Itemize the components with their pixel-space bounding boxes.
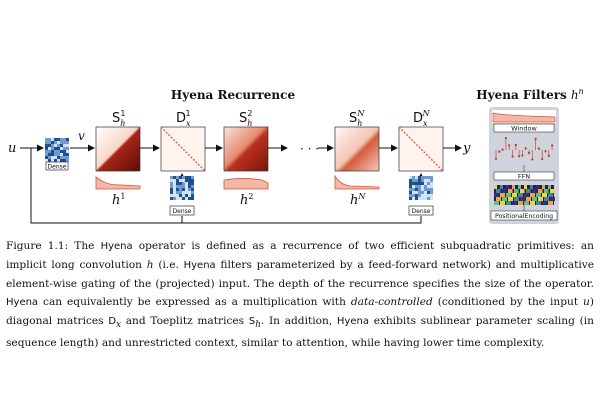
- hyena-name-4: Hyena: [336, 316, 369, 327]
- filters-panel: Window FFN PositionalEncoding: [489, 107, 559, 224]
- diagonal-matrix-d1: [160, 126, 206, 172]
- operator-label-s1: Sh1: [112, 109, 126, 128]
- figure-caption: Figure 1.1: The Hyena operator is define…: [6, 240, 595, 350]
- v-label: v: [78, 129, 85, 143]
- dense-label-input: Dense: [48, 164, 67, 171]
- hyena-name-2: Hyena: [183, 260, 216, 271]
- panel-block-window: Window: [511, 125, 537, 133]
- output-y-label: y: [462, 141, 471, 156]
- panel-block-ffn: FFN: [518, 173, 530, 181]
- dense-label-gate-n: Dense: [412, 208, 431, 215]
- input-u-label: u: [8, 141, 16, 156]
- toeplitz-matrix-sn: [334, 126, 380, 172]
- toeplitz-matrix-s2: [223, 126, 269, 172]
- filter-label-h2: h2: [240, 192, 253, 208]
- filter-label-h1: h1: [112, 192, 125, 208]
- filters-title: Hyena Filters hn: [476, 87, 583, 102]
- hyena-name-3: Hyena: [6, 297, 39, 308]
- operator-label-s2: Sh2: [239, 109, 253, 128]
- dense-label-gate-1: Dense: [173, 208, 192, 215]
- recurrence-title: Hyena Recurrence: [171, 88, 296, 102]
- operator-label-dn: DxN: [413, 109, 431, 128]
- diagonal-matrix-dn: [398, 126, 444, 172]
- filter-label-hn: hN: [350, 192, 366, 208]
- filter-plot-h2: [223, 178, 269, 190]
- gate-dense-block-n: Dense: [408, 176, 434, 216]
- filters-title-text: Hyena Filters: [476, 88, 567, 102]
- recurrence-dots: · · ·: [300, 142, 319, 156]
- operator-label-d1: Dx1: [176, 109, 191, 128]
- toeplitz-matrix-s1: [95, 126, 141, 172]
- operator-label-sn: ShN: [349, 109, 365, 128]
- panel-block-positional-encoding: PositionalEncoding: [495, 213, 553, 220]
- filters-title-sup: n: [579, 87, 584, 96]
- gate-dense-block-1: Dense: [169, 176, 195, 216]
- hyena-figure: Hyena Recurrence Hyena Filters hn u v y ·…: [8, 87, 584, 224]
- input-dense-block: Dense: [45, 138, 69, 171]
- filter-plot-hn: [334, 174, 380, 190]
- filters-title-sym: h: [571, 88, 579, 102]
- filter-plot-h1: [95, 176, 141, 190]
- hyena-name-1: Hyena: [100, 241, 133, 252]
